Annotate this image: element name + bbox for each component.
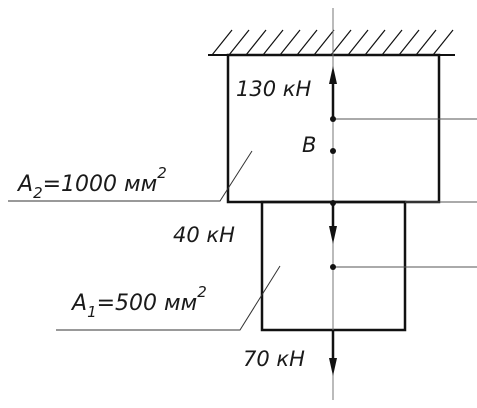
axis-points (330, 116, 336, 270)
arrow-up-icon (329, 66, 337, 84)
force-label-top: 130 кН (236, 77, 311, 101)
area-superscript: 2 (197, 283, 207, 301)
point-marker (330, 200, 336, 206)
area-leaders (8, 150, 281, 331)
area-symbol: A (16, 172, 33, 197)
area-subscript: 1 (87, 303, 97, 321)
area-subscript: 2 (33, 184, 43, 202)
force-label-middle: 40 кН (173, 223, 235, 247)
leader-lower (56, 265, 281, 331)
area-value: =500 мм (97, 291, 198, 316)
area-superscript: 2 (157, 164, 167, 182)
extension-lines (333, 118, 477, 268)
support-hatching (211, 29, 454, 56)
arrow-down-icon (329, 358, 337, 376)
area-label-lower: A1=500 мм2 (70, 283, 207, 321)
area-symbol: A (70, 291, 87, 316)
force-arrow-40 (329, 203, 337, 244)
area-label-upper: A2=1000 мм2 (16, 164, 167, 202)
leader-upper (8, 150, 253, 202)
area-value: =1000 мм (43, 172, 158, 197)
force-arrow-130 (329, 66, 337, 118)
fixed-support (208, 29, 455, 56)
point-label-b: B (302, 133, 316, 157)
point-marker (330, 264, 336, 270)
point-marker (330, 148, 336, 154)
force-label-bottom: 70 кН (243, 347, 305, 371)
arrow-down-icon (329, 226, 337, 244)
point-marker (330, 116, 336, 122)
force-arrow-70 (329, 330, 337, 376)
